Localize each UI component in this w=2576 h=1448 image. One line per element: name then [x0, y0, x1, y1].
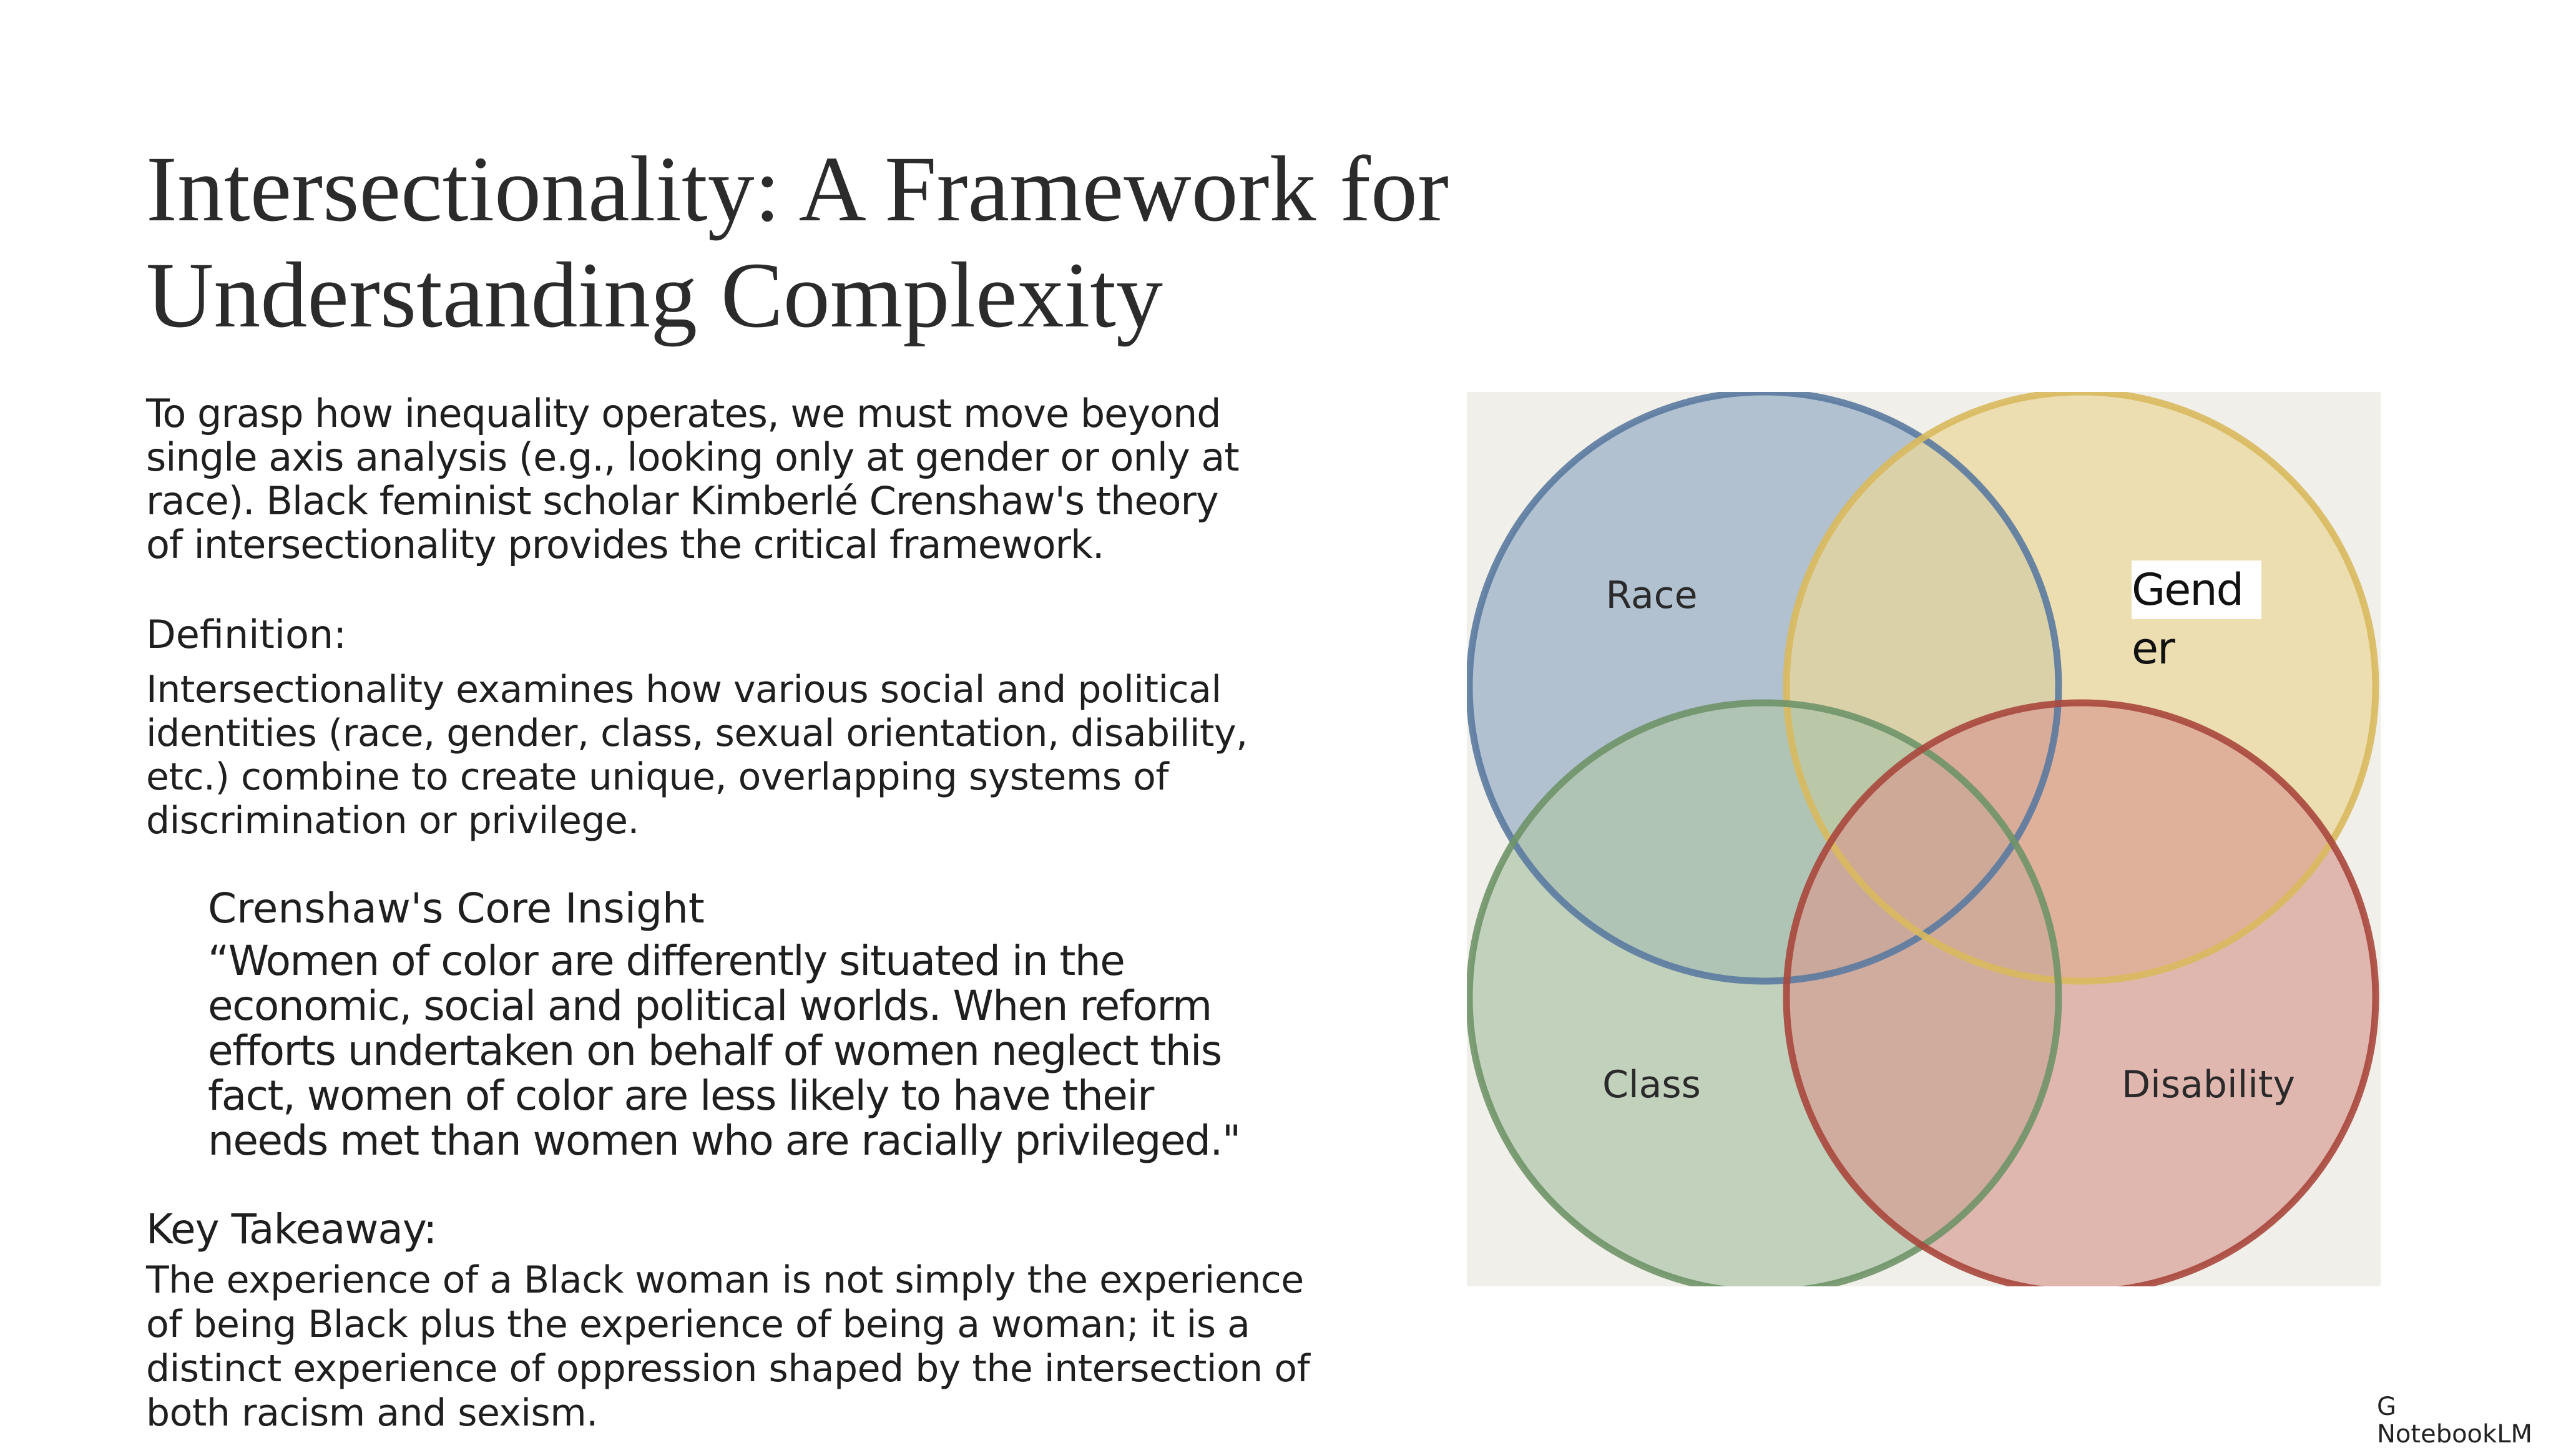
footer-line2: NotebookLM — [2377, 1420, 2532, 1448]
insight-quote: “Women of color are differently situated… — [208, 937, 1241, 1165]
venn-label-class: Class — [1602, 1063, 1701, 1107]
venn-diagram: Race Class Disability — [1467, 392, 2381, 1286]
intro-paragraph: To grasp how inequality operates, we mus… — [146, 391, 1240, 567]
venn-circle-disability — [1786, 703, 2376, 1286]
slide-title: Intersectionality: A Framework for Under… — [146, 137, 1449, 347]
footer-line1: G — [2377, 1393, 2396, 1421]
venn-label-disability: Disability — [2122, 1063, 2295, 1107]
footer-watermark: G NotebookLM — [2377, 1393, 2576, 1448]
definition-body: Intersectionality examines how various s… — [146, 668, 1248, 843]
venn-outline-disability — [1783, 699, 2379, 1286]
venn-outline-race — [1467, 392, 2062, 985]
definition-heading: Definition: — [146, 612, 347, 657]
takeaway-heading: Key Takeaway: — [146, 1205, 437, 1253]
venn-label-gender: Gend er — [2132, 560, 2263, 678]
takeaway-body: The experience of a Black woman is not s… — [146, 1258, 1310, 1435]
insight-heading: Crenshaw's Core Insight — [208, 884, 705, 932]
venn-outline-class — [1467, 699, 2062, 1286]
gender-label-line1: Gend — [2132, 560, 2262, 619]
venn-outline-gender — [1783, 392, 2379, 985]
venn-label-race: Race — [1605, 574, 1697, 617]
gender-label-line2: er — [2132, 623, 2175, 674]
